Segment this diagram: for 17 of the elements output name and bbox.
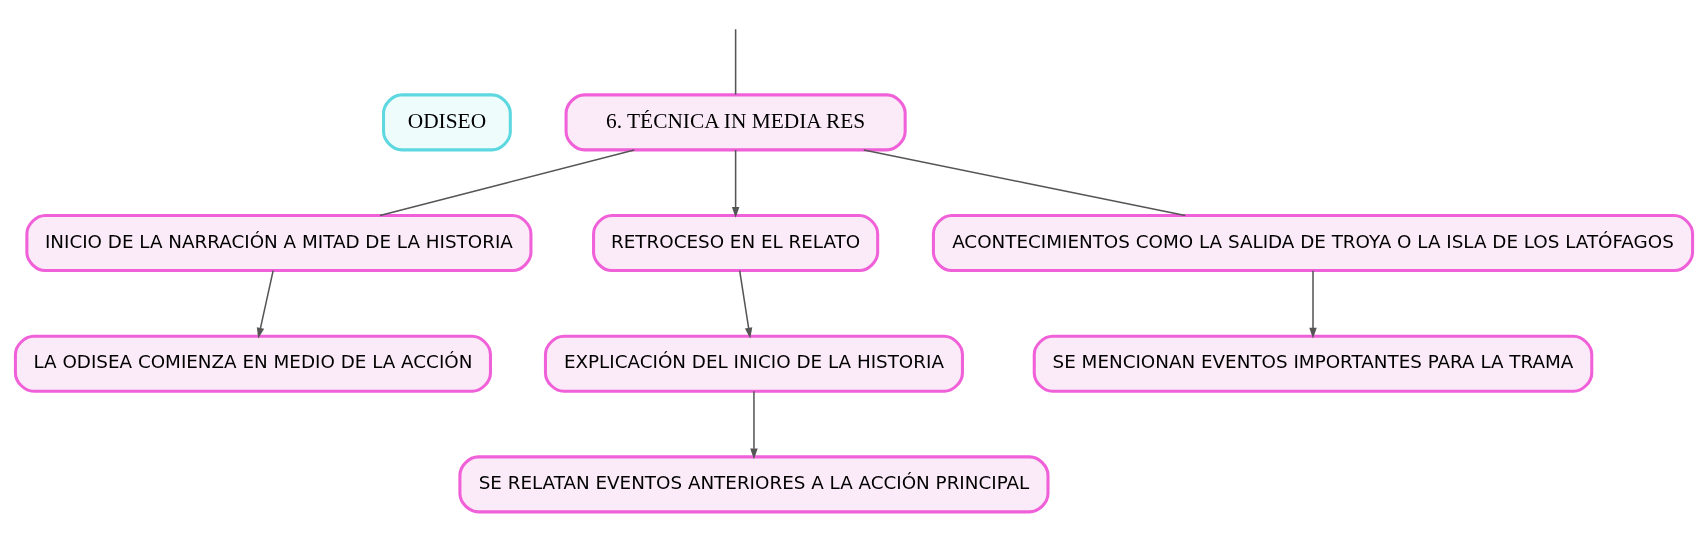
arrow — [738, 269, 753, 339]
node-box: RETROCESO EN EL RELATO — [592, 214, 880, 273]
arrow — [731, 149, 740, 218]
node-box: ODISEO — [382, 93, 512, 152]
connector — [863, 149, 1186, 217]
node-box: INICIO DE LA NARRACIÓN A MITAD DE LA HISTORIA — [25, 214, 533, 273]
node-box: 6. TÉCNICA IN MEDIA RES — [564, 93, 907, 152]
arrow — [750, 390, 758, 460]
arrow — [256, 269, 274, 339]
node-box: SE MENCIONAN EVENTOS IMPORTANTES PARA LA TRAMA — [1032, 334, 1594, 393]
node-box: EXPLICACIÓN DEL INICIO DE LA HISTORIA — [543, 334, 964, 393]
node-box: SE RELATAN EVENTOS ANTERIORES A LA ACCIÓN PRINCIPAL — [458, 455, 1050, 514]
arrow — [1309, 269, 1317, 339]
connector — [379, 149, 636, 217]
connector — [734, 28, 737, 96]
node-box: LA ODISEA COMIENZA EN MEDIO DE LA ACCIÓN — [13, 334, 492, 393]
node-box: ACONTECIMIENTOS COMO LA SALIDA DE TROYA O LA ISLA DE LOS LATÓFAGOS — [931, 214, 1695, 273]
